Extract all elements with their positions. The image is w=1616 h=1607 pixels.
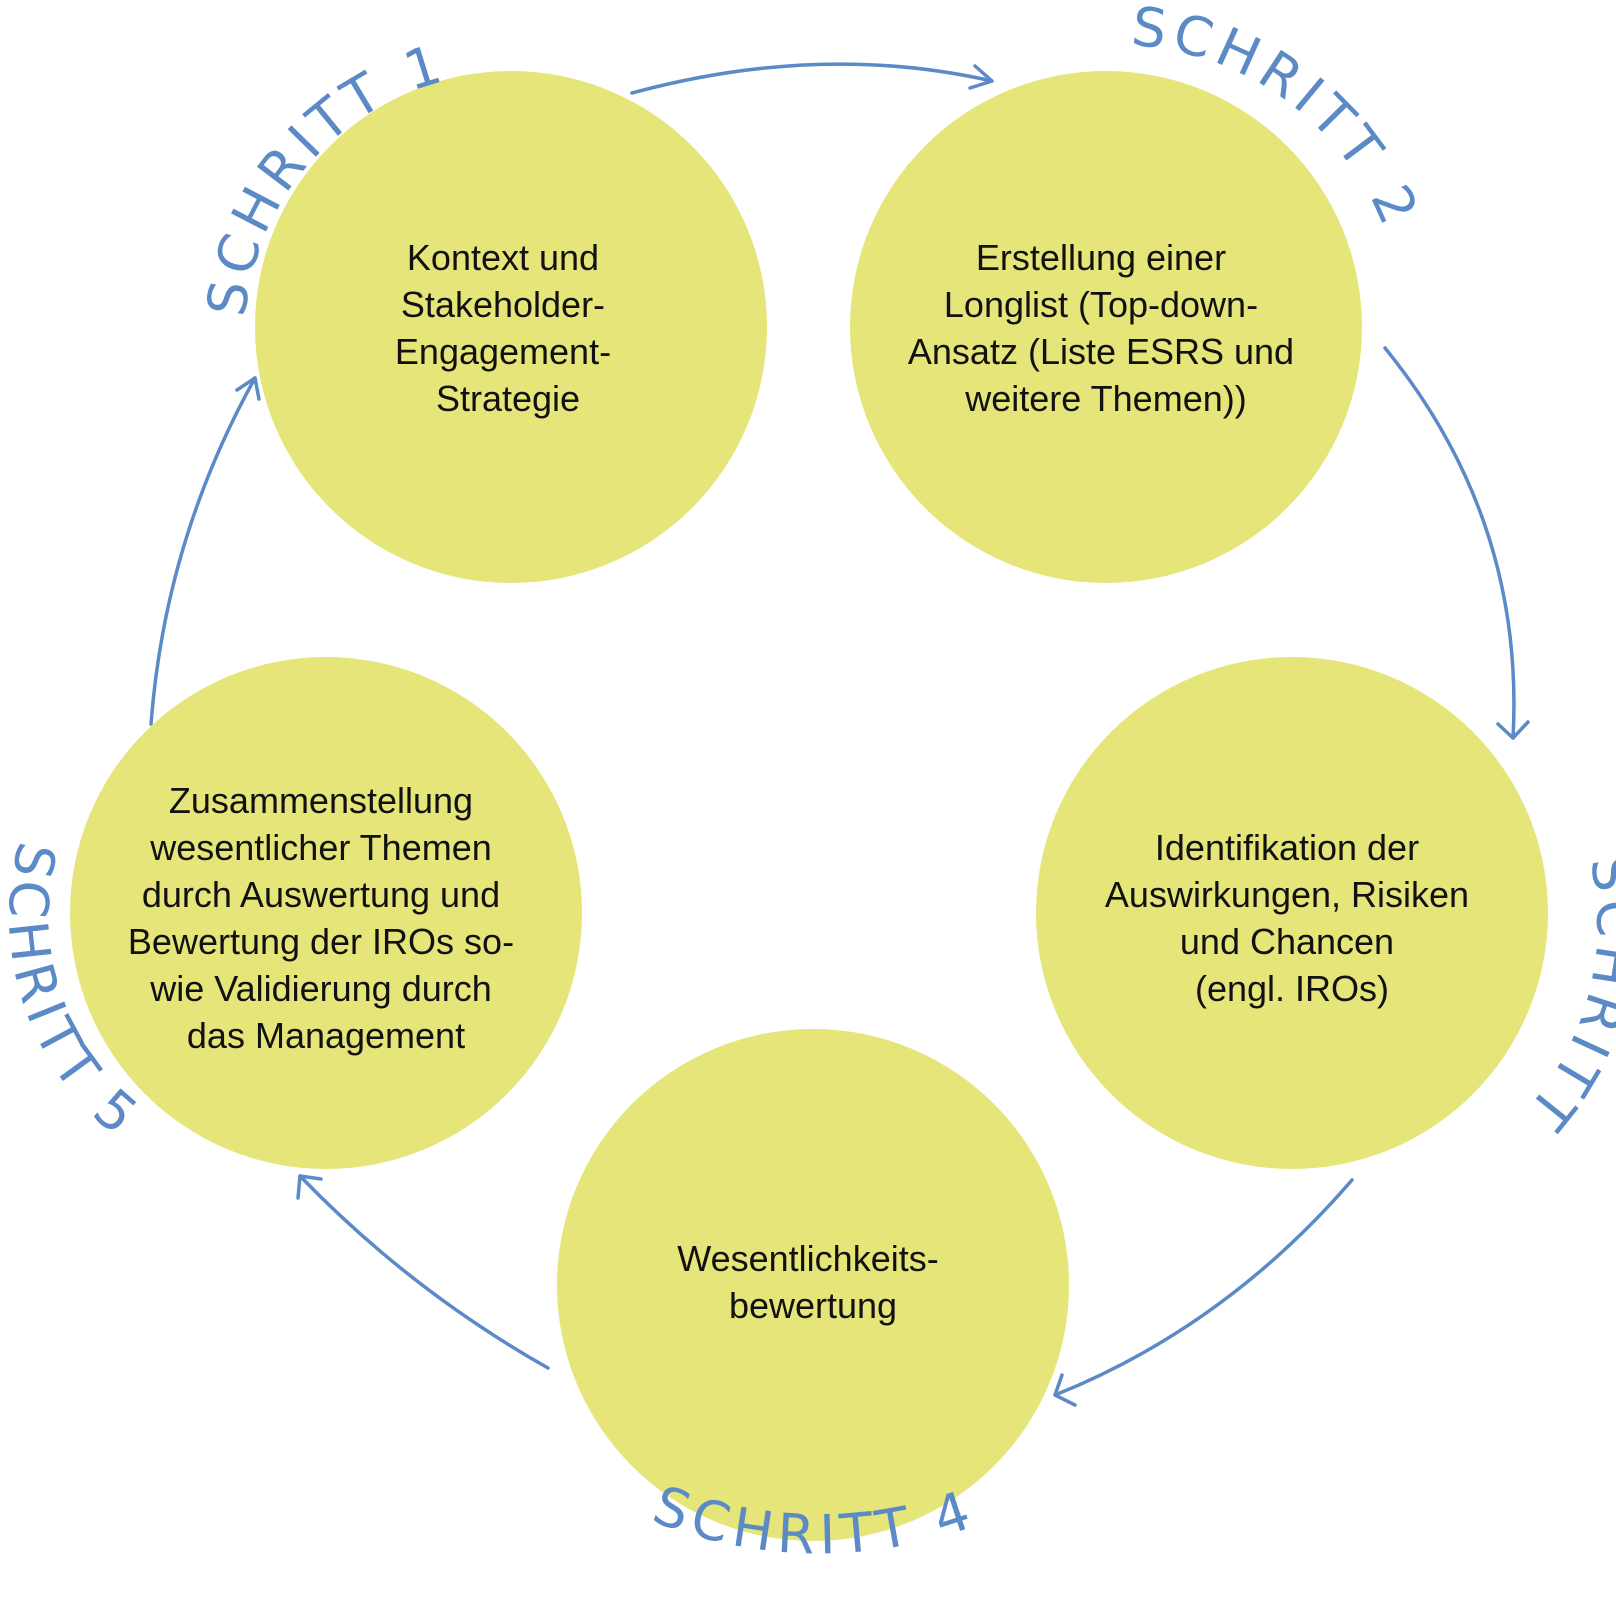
arrow-4-to-5 [296,1174,550,1370]
step-5-text-line: wesentlicher Themen [149,827,492,868]
step-3-text-line: Auswirkungen, Risiken [1105,874,1469,915]
step-1-circle [255,71,767,583]
arrow-2-to-3 [1383,346,1530,740]
step-1-text-line: Stakeholder- [401,284,605,325]
step-4-text: Wesentlichkeits- bewertung [677,1238,948,1326]
step-5-text-line: wie Validierung durch [149,968,492,1009]
step-5-text: Zusammenstellung wesentlicher Themen dur… [128,780,524,1056]
step-5-text-line: Bewertung der IROs so- [128,921,514,962]
step-2-text-line: Longlist (Top-down- [944,284,1258,325]
step-2-text: Erstellung einer Longlist (Top-down- Ans… [908,237,1304,419]
step-1-text-line: Engagement- [395,331,611,372]
arrow-5-to-1 [149,376,261,726]
step-1-text: Kontext und Stakeholder- Engagement- Str… [395,237,621,419]
step-1-text-line: Strategie [436,378,580,419]
step-2-text-line: weitere Themen)) [964,378,1246,419]
step-4-text-line: Wesentlichkeits- [677,1238,938,1279]
step-3-circle [1036,657,1548,1169]
step-2-circle [850,71,1362,583]
step-5-circle [70,657,582,1169]
step-5-text-line: Zusammenstellung [169,780,473,821]
step-4-text-line: bewertung [729,1285,897,1326]
step-2-text-line: Ansatz (Liste ESRS und [908,331,1294,372]
step-3-text-line: Identifikation der [1155,827,1419,868]
step-2-text-line: Erstellung einer [976,237,1226,278]
step-4-circle [557,1029,1069,1541]
step-1-text-line: Kontext und [407,237,599,278]
step-5-text-line: das Management [187,1015,465,1056]
arrow-3-to-4 [1053,1178,1354,1407]
step-3-text: Identifikation der Auswirkungen, Risiken… [1105,827,1479,1009]
step-5-text-line: durch Auswertung und [142,874,500,915]
step-3-text-line: und Chancen [1180,921,1394,962]
arrow-1-to-2 [630,62,994,95]
step-3-text-line: (engl. IROs) [1195,968,1389,1009]
